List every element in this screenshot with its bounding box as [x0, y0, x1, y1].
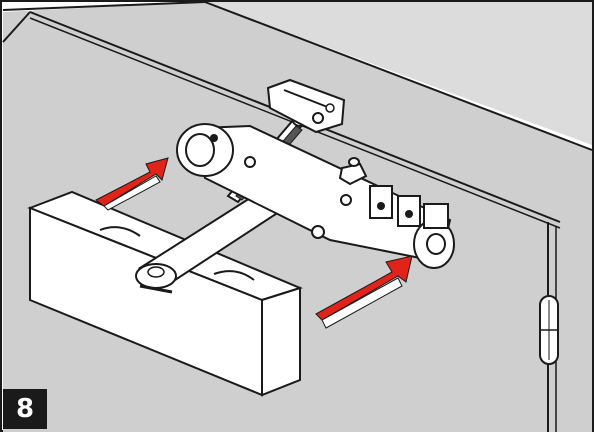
arrow-right-icon [315, 255, 413, 329]
hinge-icon [539, 295, 559, 365]
arrow-left-icon [95, 157, 169, 211]
closer-body [176, 123, 455, 269]
parallel-bracket [266, 78, 346, 134]
door-frame-edge [204, 1, 593, 151]
wall-surface [205, 2, 592, 145]
step-number: 8 [15, 394, 35, 424]
door-top-edge-left [2, 11, 31, 43]
step-number-badge: 8 [3, 389, 47, 429]
door-top-edge [2, 1, 206, 11]
closer-cover [27, 190, 303, 397]
